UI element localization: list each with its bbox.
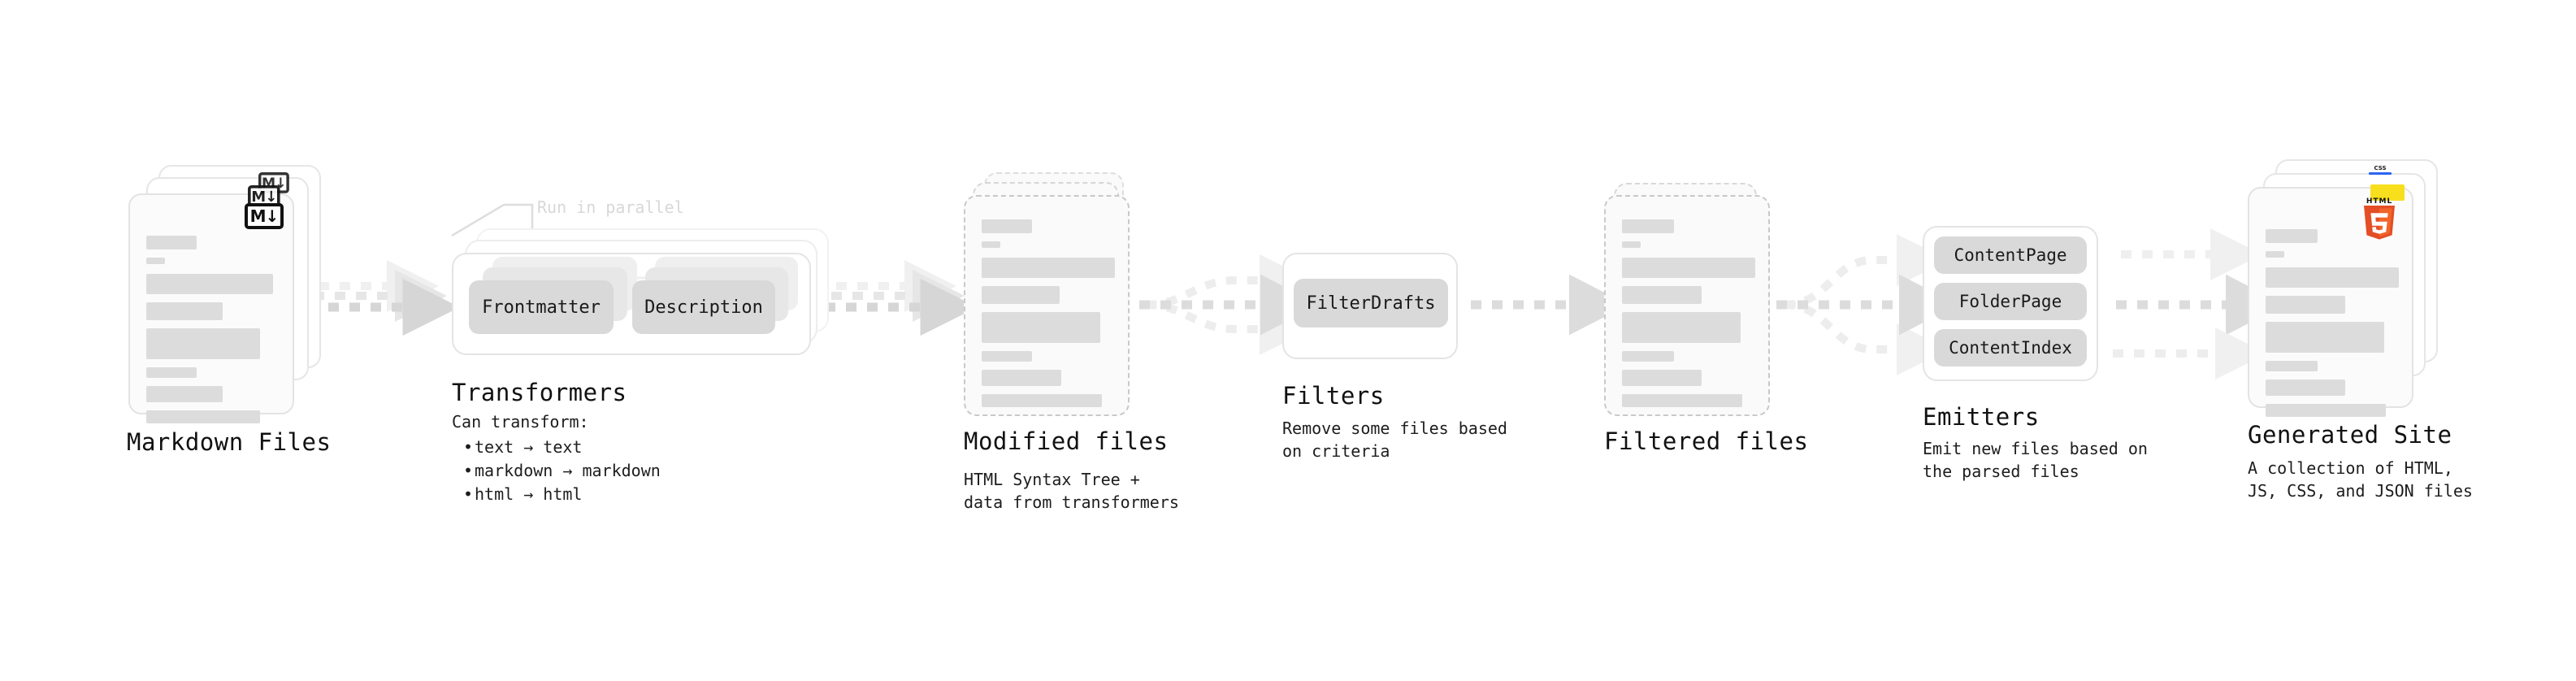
stage-subtitle-filters: Remove some files based on criteria (1282, 419, 1507, 462)
placeholder-bar (1622, 394, 1742, 407)
emitter-pill-contentpage[interactable]: ContentPage (1934, 236, 2087, 274)
placeholder-bar (1622, 286, 1702, 304)
placeholder-bar (2266, 267, 2399, 288)
doc-content-placeholder (1622, 219, 1755, 415)
transformer-pill-frontmatter[interactable]: Frontmatter (469, 280, 614, 334)
transformers-capability-items: text → text markdown → markdown html → h… (452, 436, 661, 506)
transformer-pill-description[interactable]: Description (632, 280, 775, 334)
connector-markdown-to-transformers (307, 259, 460, 336)
placeholder-bar (1622, 370, 1702, 386)
connector-modified-to-filters (1139, 254, 1320, 355)
html5-icon: HTML (2361, 197, 2398, 240)
javascript-icon (2370, 184, 2405, 201)
placeholder-bar (146, 367, 197, 378)
placeholder-bar (146, 328, 260, 359)
placeholder-bar (2266, 322, 2384, 353)
placeholder-bar (1622, 241, 1641, 248)
filter-pill-label: FilterDrafts (1306, 293, 1436, 314)
transformers-capability-list: Can transform: text → text markdown → ma… (452, 410, 661, 506)
placeholder-bar (146, 258, 165, 264)
stage-subtitle-emitters: Emit new files based on the parsed files (1923, 439, 2148, 482)
placeholder-bar (2266, 251, 2284, 258)
css-icon-label: CSS (2374, 165, 2387, 171)
stage-title-transformers: Transformers (452, 379, 627, 406)
emitter-pill-label: ContentIndex (1949, 338, 2072, 358)
stage-title-markdown-files: Markdown Files (127, 428, 332, 456)
placeholder-bar (146, 236, 197, 249)
placeholder-bar (982, 241, 1000, 248)
doc-card-front (128, 193, 294, 423)
placeholder-bar (1622, 312, 1741, 343)
placeholder-bar (982, 286, 1060, 304)
placeholder-bar (146, 386, 223, 402)
stage-title-filtered-files: Filtered files (1604, 427, 1809, 455)
doc-card-front (964, 195, 1130, 416)
placeholder-bar (2266, 404, 2386, 417)
placeholder-bar (982, 394, 1102, 407)
placeholder-bar (982, 370, 1061, 386)
connector-emitters-to-site (2113, 228, 2285, 380)
run-in-parallel-label: Run in parallel (537, 197, 684, 217)
placeholder-bar (982, 219, 1032, 233)
placeholder-bar (2266, 380, 2345, 396)
placeholder-bar (146, 274, 273, 294)
emitter-pill-label: ContentPage (1954, 245, 2067, 265)
placeholder-bar (982, 258, 1115, 278)
placeholder-bar (1622, 258, 1755, 278)
transformers-capability-header: Can transform: (452, 412, 589, 432)
stage-subtitle-modified-files: HTML Syntax Tree + data from transformer… (964, 470, 1179, 513)
stage-title-generated-site: Generated Site (2248, 421, 2452, 449)
placeholder-bar (146, 302, 223, 320)
css-icon-bar (2369, 172, 2392, 175)
html5-icon-shield (2364, 206, 2395, 240)
markdown-badge: M↓ (245, 203, 284, 229)
emitter-pill-contentindex[interactable]: ContentIndex (1934, 329, 2087, 367)
emitter-pill-label: FolderPage (1958, 292, 2062, 311)
doc-content-placeholder (982, 219, 1115, 415)
placeholder-bar (2266, 361, 2318, 371)
stage-title-emitters: Emitters (1923, 403, 2040, 431)
stage-title-filters: Filters (1282, 382, 1385, 410)
transformer-pill-label: Frontmatter (482, 297, 601, 318)
html5-icon-label: HTML (2366, 197, 2393, 206)
doc-content-placeholder (146, 236, 278, 432)
connector-filtered-to-emitters (1776, 233, 1958, 375)
placeholder-bar (2266, 296, 2345, 314)
doc-content-placeholder (2266, 229, 2399, 425)
list-item: markdown → markdown (463, 459, 661, 483)
placeholder-bar (1622, 219, 1674, 233)
list-item: text → text (463, 436, 661, 459)
stage-title-modified-files: Modified files (964, 427, 1169, 455)
transformer-pill-label: Description (644, 297, 763, 318)
placeholder-bar (2266, 229, 2318, 243)
doc-card-front (1604, 195, 1770, 416)
placeholder-bar (1622, 351, 1674, 362)
placeholder-bar (146, 410, 260, 423)
filter-pill-filterdrafts[interactable]: FilterDrafts (1294, 279, 1448, 327)
placeholder-bar (982, 351, 1032, 362)
placeholder-bar (982, 312, 1100, 343)
connector-transformers-to-modified (825, 259, 978, 336)
emitter-pill-folderpage[interactable]: FolderPage (1934, 283, 2087, 320)
css-icon: CSS (2369, 166, 2392, 176)
stage-subtitle-generated-site: A collection of HTML, JS, CSS, and JSON … (2248, 458, 2473, 501)
list-item: html → html (463, 483, 661, 506)
